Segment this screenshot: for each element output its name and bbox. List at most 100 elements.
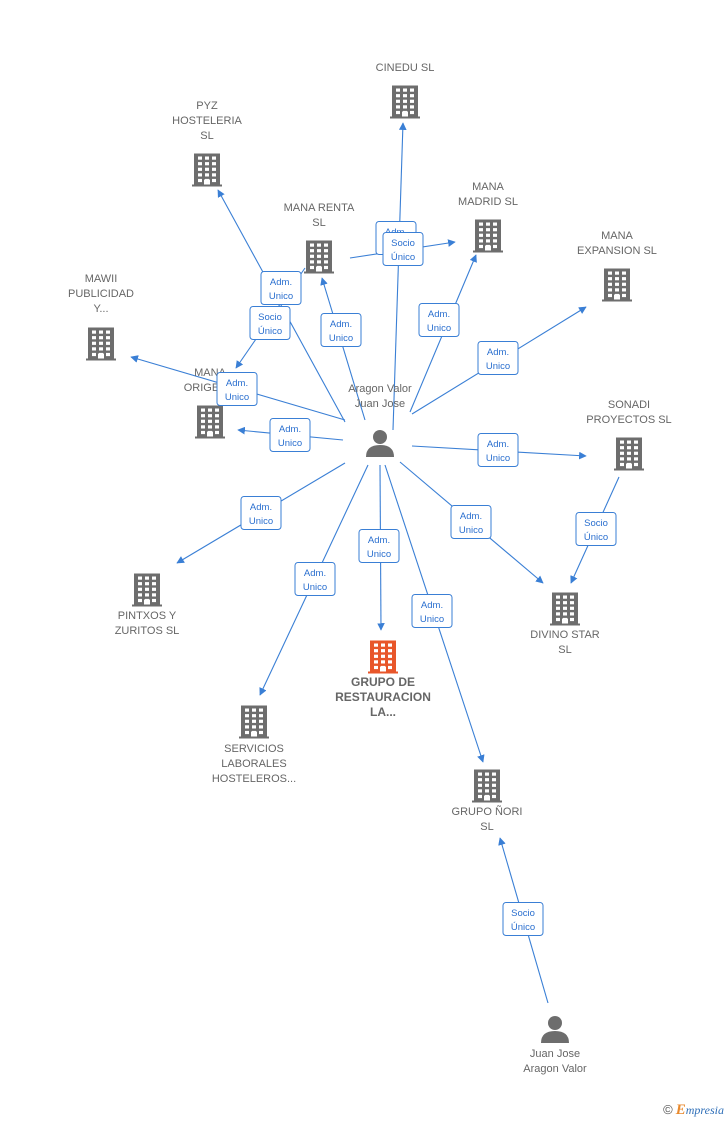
node-servicios[interactable]: SERVICIOS LABORALES HOSTELEROS... — [212, 705, 296, 786]
relationship-label-text: Adm. — [368, 535, 390, 546]
edge-labels-layer: Adm.UnicoAdm.UnicoAdm.UnicoSocioÚnicoAdm… — [216, 221, 617, 936]
node-manarenta[interactable]: MANA RENTA SL — [284, 202, 355, 274]
relationship-label-text: Adm. — [226, 378, 248, 389]
node-label-manarenta: MANA RENTA — [284, 202, 355, 214]
footer-brand[interactable]: © Empresia — [663, 1102, 724, 1119]
node-label-manamadrid: MADRID SL — [458, 196, 518, 208]
building-icon — [195, 405, 225, 439]
node-manaexpansion[interactable]: MANA EXPANSION SL — [577, 230, 657, 302]
building-icon — [192, 153, 222, 187]
relationship-label-text: Único — [584, 532, 608, 543]
node-mawii[interactable]: MAWIIPUBLICIDADY... — [68, 273, 134, 361]
node-pintxos[interactable]: PINTXOS Y ZURITOS SL — [115, 573, 180, 638]
node-label-pyz: SL — [200, 130, 213, 142]
person-icon — [541, 1016, 569, 1043]
node-label-juanjose: Juan Jose — [530, 1048, 580, 1060]
relationship-label-text: Unico — [329, 333, 353, 344]
relationship-label-aragon-manaexpansion[interactable]: Adm.Unico — [477, 341, 519, 375]
node-label-grupo: GRUPO DE — [351, 675, 415, 689]
node-label-pintxos: PINTXOS Y — [118, 610, 177, 622]
node-label-sonadi: SONADI — [608, 399, 650, 411]
relationship-label-aragon-manamadrid[interactable]: Adm. Unico — [418, 303, 460, 337]
relationship-label-aragon-mawii[interactable]: Adm. Unico — [216, 372, 258, 406]
relationship-label-aragon-pintxos[interactable]: Adm. Unico — [240, 496, 282, 530]
relationship-label-text: Adm. — [250, 502, 272, 513]
node-label-grupo: LA... — [370, 705, 396, 719]
relationship-label-text: Adm. — [421, 600, 443, 611]
node-label-servicios: SERVICIOS — [224, 743, 284, 755]
node-label-manarenta: SL — [312, 217, 325, 229]
node-label-servicios: HOSTELEROS... — [212, 773, 296, 785]
node-label-aragon: Juan Jose — [355, 398, 405, 410]
relationship-label-aragon-divino[interactable]: Adm.Unico — [450, 505, 492, 539]
relationship-label-aragon-manarenta[interactable]: Adm.Unico — [320, 313, 362, 347]
relationship-label-aragon-pyz[interactable]: Adm. Unico — [260, 271, 302, 305]
relationship-label-text: Adm. — [270, 277, 292, 288]
relationship-label-text: Unico — [427, 323, 451, 334]
node-label-manaexpansion: EXPANSION SL — [577, 245, 657, 257]
node-label-juanjose: Aragon Valor — [523, 1063, 587, 1075]
relationship-label-text: Socio — [511, 908, 535, 919]
relationship-label-text: Adm. — [487, 439, 509, 450]
relationship-label-text: Adm. — [279, 424, 301, 435]
relationship-label-text: Unico — [249, 516, 273, 527]
node-label-servicios: LABORALES — [221, 758, 286, 770]
relationship-label-text: Unico — [486, 453, 510, 464]
relationship-label-text: Socio — [258, 312, 282, 323]
building-icon — [614, 437, 644, 471]
building-icon — [304, 240, 334, 274]
relationship-label-text: Único — [391, 252, 415, 263]
relationship-label-aragon-nori[interactable]: Adm. Unico — [411, 594, 453, 628]
node-label-divino: DIVINO STAR — [530, 629, 600, 641]
building-icon — [239, 705, 269, 739]
building-icon — [602, 268, 632, 302]
relationship-edge-aragon-manarenta — [320, 277, 366, 421]
relationship-label-text: Socio — [391, 238, 415, 249]
relationship-label-text: Adm. — [428, 309, 450, 320]
relationship-label-aragon-grupo[interactable]: Adm.Unico — [358, 529, 400, 563]
building-icon — [473, 219, 503, 253]
relationship-label-text: Unico — [459, 525, 483, 536]
node-label-cinedu: CINEDU SL — [376, 62, 435, 74]
node-label-divino: SL — [558, 644, 571, 656]
node-label-pintxos: ZURITOS SL — [115, 625, 180, 637]
building-icon — [390, 85, 420, 119]
node-label-grupo: RESTAURACION — [335, 690, 431, 704]
node-label-manaexpansion: MANA — [601, 230, 633, 242]
relationship-label-aragon-sonadi[interactable]: Adm. Unico — [477, 433, 519, 467]
node-label-aragon: Aragon Valor — [348, 383, 412, 395]
relationship-label-text: Unico — [420, 614, 444, 625]
node-divino[interactable]: DIVINO STAR SL — [530, 592, 600, 657]
node-label-pyz: PYZ — [196, 100, 218, 112]
relationship-label-aragon-manaorigen[interactable]: Adm. Unico — [269, 418, 311, 452]
relationship-label-text: Adm. — [304, 568, 326, 579]
building-icon — [86, 327, 116, 361]
relationship-label-text: Único — [258, 326, 282, 337]
relationship-label-aragon-servicios[interactable]: Adm.Unico — [294, 562, 336, 596]
building-icon — [368, 640, 398, 674]
relationship-label-text: Único — [511, 922, 535, 933]
brand-logo-initial: E — [675, 1102, 686, 1118]
relationship-label-text: Unico — [269, 291, 293, 302]
building-icon — [132, 573, 162, 607]
node-label-mawii: Y... — [93, 303, 108, 315]
building-icon — [550, 592, 580, 626]
node-grupo[interactable]: GRUPO DERESTAURACIONLA... — [335, 640, 431, 720]
relationship-edge-aragon-cinedu — [392, 122, 407, 431]
brand-logo-text: mpresia — [685, 1103, 724, 1117]
node-manamadrid[interactable]: MANA MADRID SL — [458, 181, 518, 253]
relationship-label-text: Unico — [225, 392, 249, 403]
relationship-label-text: Unico — [278, 438, 302, 449]
node-label-manamadrid: MANA — [472, 181, 504, 193]
node-cinedu[interactable]: CINEDU SL — [376, 62, 435, 119]
